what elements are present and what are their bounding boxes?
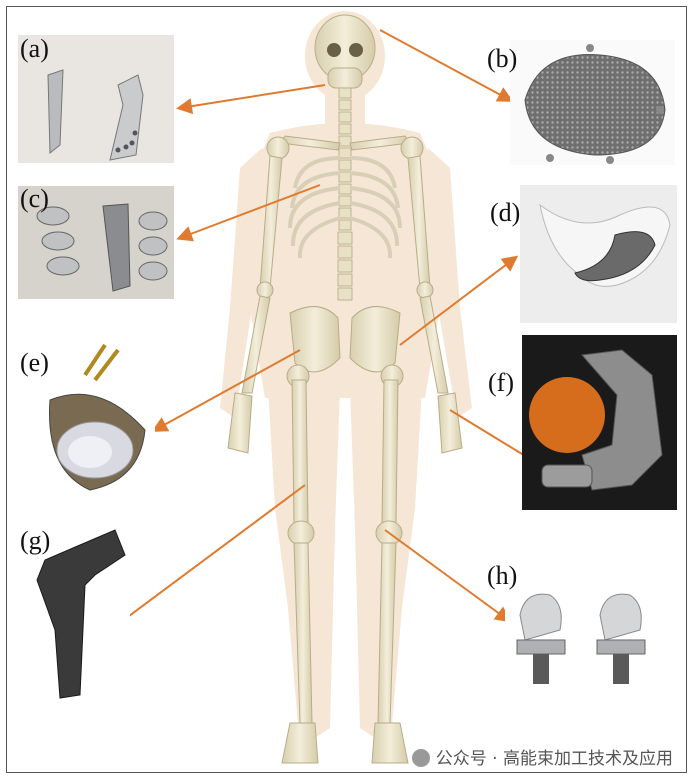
image-h-knee-implants bbox=[505, 585, 675, 695]
image-a-mandible-implant bbox=[18, 35, 174, 163]
arrow-b bbox=[379, 29, 514, 102]
panel-label-a: (a) bbox=[20, 34, 49, 63]
image-g-humerus-implant bbox=[25, 520, 130, 700]
image-b-cranial-mesh bbox=[510, 40, 675, 165]
panel-label-b: (b) bbox=[487, 44, 518, 73]
panel-label-e: (e) bbox=[20, 348, 49, 377]
ribcage bbox=[288, 156, 402, 259]
image-e-acetabular-cup bbox=[40, 340, 155, 495]
arrow-d bbox=[399, 255, 519, 346]
arrow-h bbox=[384, 529, 512, 623]
watermark-text: 公众号 · 高能束加工技术及应用 bbox=[435, 749, 673, 769]
wechat-icon bbox=[411, 749, 430, 767]
image-f-lattice-hand bbox=[522, 335, 677, 510]
skull bbox=[314, 14, 376, 89]
arrow-e bbox=[151, 349, 301, 432]
arms bbox=[227, 155, 463, 454]
watermark: 公众号 · 高能束加工技术及应用 bbox=[411, 744, 673, 769]
arrow-a bbox=[176, 84, 326, 115]
shoulders bbox=[266, 135, 424, 160]
human-skeleton-illustration bbox=[220, 11, 472, 764]
arrow-c bbox=[176, 184, 321, 242]
image-c-sternum-implant bbox=[18, 186, 174, 299]
panel-label-h: (h) bbox=[487, 561, 518, 590]
panel-label-d: (d) bbox=[490, 198, 521, 227]
panel-label-g: (g) bbox=[20, 526, 51, 555]
legs bbox=[281, 364, 409, 764]
image-d-pelvic-implant bbox=[520, 185, 677, 323]
panel-label-c: (c) bbox=[20, 184, 49, 213]
pelvis bbox=[289, 306, 401, 373]
panel-label-f: (f) bbox=[488, 368, 514, 397]
